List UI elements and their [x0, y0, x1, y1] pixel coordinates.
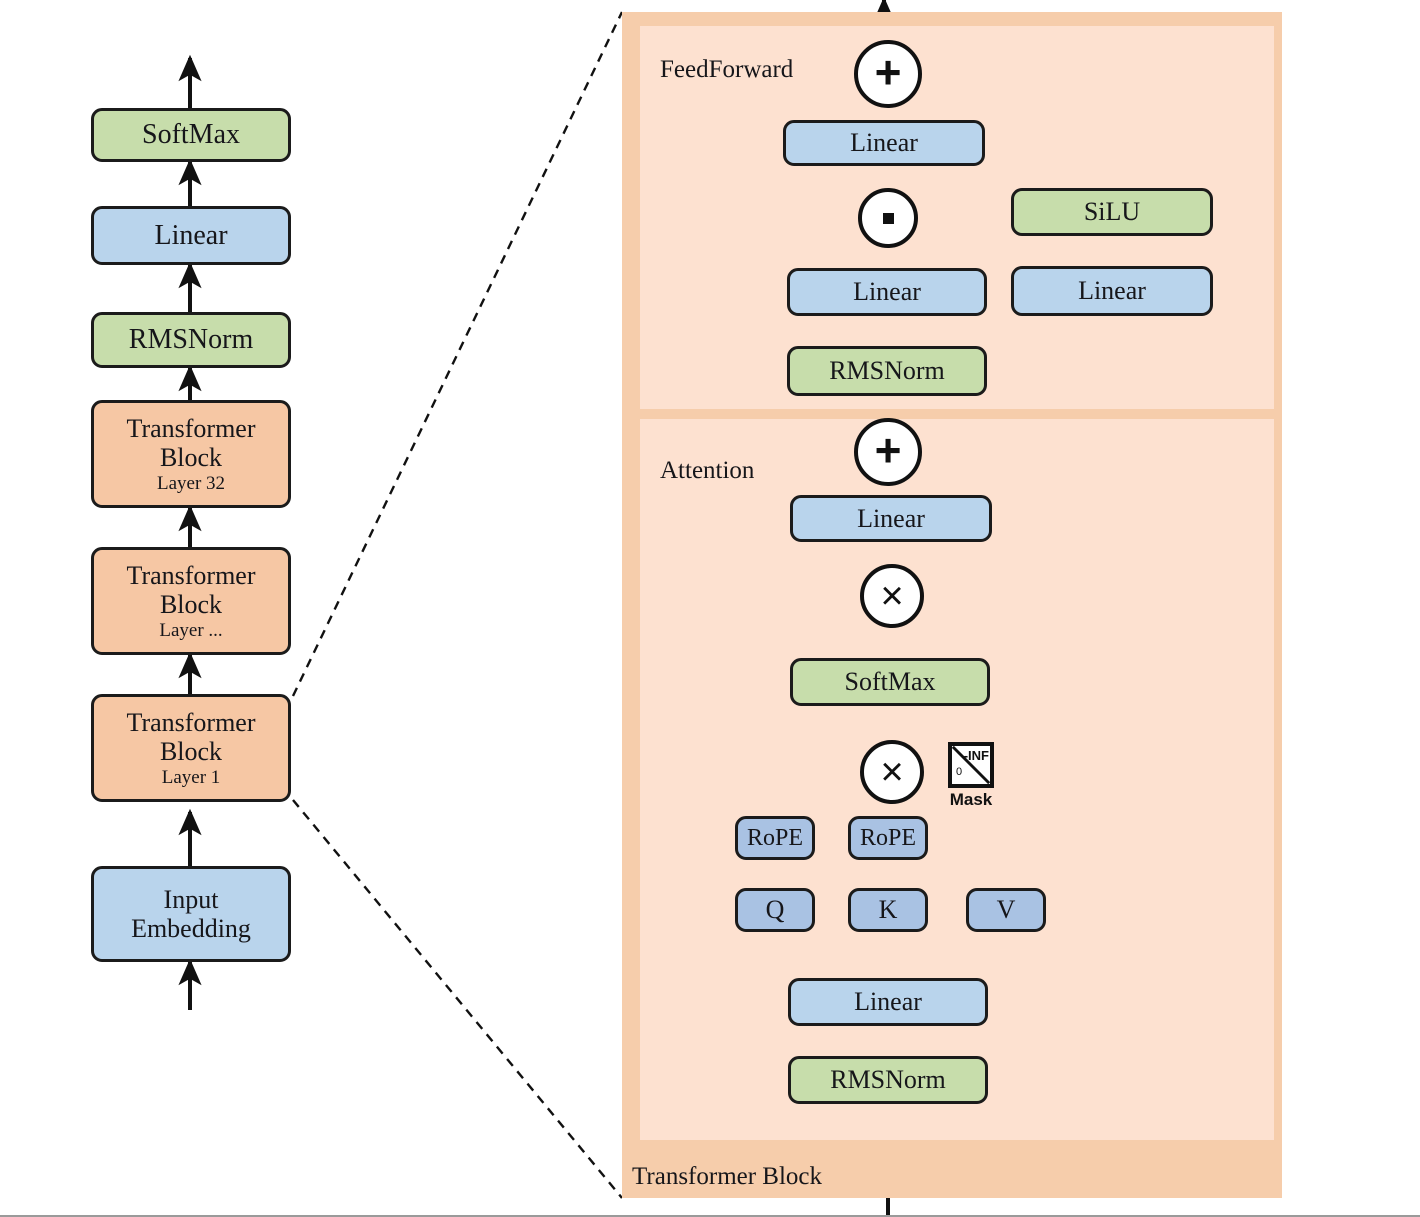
node-label: SiLU: [1083, 197, 1141, 227]
attention-value[interactable]: V: [966, 888, 1046, 932]
node-label: Linear: [154, 219, 228, 251]
attention-rmsnorm[interactable]: RMSNorm: [788, 1056, 988, 1104]
node-sublabel: Layer 32: [156, 472, 226, 494]
attention-matmul-value-icon[interactable]: ×: [860, 564, 924, 628]
feedforward-up-linear[interactable]: Linear: [1011, 266, 1213, 316]
plus-icon: +: [874, 46, 902, 98]
times-icon: ×: [880, 750, 904, 794]
attention-rope-query[interactable]: RoPE: [735, 816, 815, 860]
node-label: Linear: [1078, 276, 1146, 306]
attention-label: Attention: [660, 457, 755, 484]
node-label: Transformer Block: [126, 413, 256, 472]
attention-softmax[interactable]: SoftMax: [790, 658, 990, 706]
attention-qkv-linear[interactable]: Linear: [788, 978, 988, 1026]
node-label: Q: [765, 895, 785, 925]
feedforward-output-linear[interactable]: Linear: [783, 120, 985, 166]
feedforward-gate-linear[interactable]: Linear: [787, 268, 987, 316]
node-sublabel: Layer 1: [161, 766, 221, 788]
feedforward-elementwise-multiply-icon[interactable]: [858, 188, 918, 248]
causal-mask-icon: 0 -INF: [948, 742, 994, 788]
dot-icon: [882, 212, 894, 224]
node-label: RoPE: [859, 824, 916, 851]
mask-caption: Mask: [949, 790, 993, 809]
mask-diagonal-icon: [952, 746, 990, 784]
node-transformer-block-layer-32[interactable]: Transformer Block Layer 32: [91, 400, 291, 508]
attention-output-linear[interactable]: Linear: [790, 495, 992, 542]
node-label: RMSNorm: [829, 356, 945, 386]
node-transformer-block-layer-1[interactable]: Transformer Block Layer 1: [91, 694, 291, 802]
node-label: K: [878, 895, 898, 925]
mask-upper-value: -INF: [963, 748, 989, 763]
node-label: Linear: [850, 128, 918, 158]
node-label: Linear: [857, 503, 925, 533]
feedforward-label: FeedForward: [660, 56, 794, 83]
node-label: Linear: [854, 987, 922, 1017]
feedforward-silu[interactable]: SiLU: [1011, 188, 1213, 236]
node-sublabel: Layer ...: [159, 619, 223, 641]
node-transformer-block-layer-mid[interactable]: Transformer Block Layer ...: [91, 547, 291, 655]
attention-matmul-qk-icon[interactable]: ×: [860, 740, 924, 804]
expansion-guides: [291, 11, 624, 1199]
node-softmax[interactable]: SoftMax: [91, 108, 291, 162]
node-input-embedding[interactable]: Input Embedding: [91, 866, 291, 962]
attention-rope-key[interactable]: RoPE: [848, 816, 928, 860]
node-label: Transformer Block: [126, 707, 256, 766]
node-label: V: [996, 895, 1016, 925]
node-rmsnorm-final[interactable]: RMSNorm: [91, 312, 291, 368]
node-label: RMSNorm: [128, 324, 254, 356]
times-icon: ×: [880, 574, 904, 618]
attention-query[interactable]: Q: [735, 888, 815, 932]
node-label: Input Embedding: [131, 884, 251, 943]
node-label: RMSNorm: [830, 1065, 946, 1095]
mask-lower-value: 0: [956, 766, 963, 778]
attention-key[interactable]: K: [848, 888, 928, 932]
transformer-block-container-label: Transformer Block: [632, 1163, 823, 1190]
node-linear-head[interactable]: Linear: [91, 206, 291, 265]
node-label: Linear: [853, 277, 921, 307]
feedforward-residual-add-icon[interactable]: +: [854, 40, 922, 108]
attention-residual-add-icon[interactable]: +: [854, 418, 922, 486]
plus-icon: +: [874, 424, 902, 476]
feedforward-rmsnorm[interactable]: RMSNorm: [787, 346, 987, 396]
node-label: SoftMax: [844, 667, 936, 697]
node-label: RoPE: [746, 824, 803, 851]
node-label: Transformer Block: [126, 560, 256, 619]
node-label: SoftMax: [142, 119, 240, 151]
